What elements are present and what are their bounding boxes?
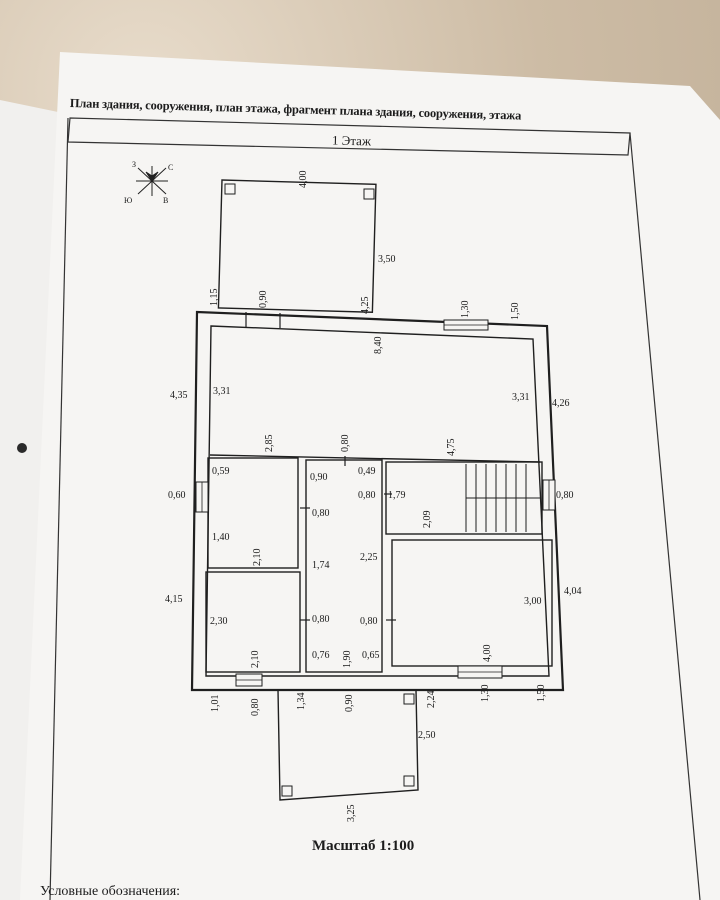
- terrace-column: [224, 183, 236, 195]
- header-frame: [67, 117, 631, 156]
- dim-bottom-7: 1,50: [536, 685, 547, 703]
- dim-right-lower: 4,04: [564, 586, 582, 597]
- top-terrace: [217, 179, 377, 313]
- dim-corridor-bottom: 1,90: [342, 651, 353, 669]
- compass-w: Ю: [124, 196, 132, 205]
- dim-room3-h: 3,00: [524, 596, 542, 607]
- floor-plan: [136, 166, 565, 801]
- dim-corridor-door3: 0,80: [360, 616, 378, 627]
- corridor: [305, 459, 383, 673]
- dim-win-left: 0,60: [168, 490, 186, 501]
- dim-stair-mid: 2,25: [360, 552, 378, 563]
- dim-left-upper: 4,35: [170, 390, 188, 401]
- frame-left: [49, 117, 69, 900]
- dim-stair-w: 0,49: [358, 466, 376, 477]
- dim-door-top: 0,90: [258, 291, 269, 309]
- stair-room: [385, 461, 543, 535]
- dim-room1-depth: 2,10: [252, 549, 263, 567]
- dim-room1-w: 0,59: [212, 466, 230, 477]
- dim-hall-mid1: 2,85: [264, 435, 275, 453]
- dim-stair-door: 0,80: [358, 490, 376, 501]
- compass-icon: [136, 166, 168, 196]
- staircase: [465, 464, 540, 532]
- dim-corridor-len: 1,74: [312, 560, 330, 571]
- dim-bottom-4: 0,90: [344, 695, 355, 713]
- dim-bottom-5: 2,24: [426, 691, 437, 709]
- dim-window-top: 1,30: [460, 301, 471, 319]
- dim-room3-w: 4,00: [482, 645, 493, 663]
- porch-column: [403, 775, 415, 787]
- dim-hall-mid2: 0,80: [340, 435, 351, 453]
- dim-bottom-1: 1,01: [210, 695, 221, 713]
- porch-column: [403, 693, 415, 705]
- dim-room1-h: 1,40: [212, 532, 230, 543]
- legend-label: Условные обозначения:: [40, 884, 181, 899]
- dim-room2-depth: 2,10: [250, 651, 261, 669]
- dim-hall-mid3: 4,75: [446, 439, 457, 457]
- compass-s: В: [163, 196, 168, 205]
- dim-top-right: 1,50: [510, 303, 521, 321]
- dim-terrace-offset: 1,15: [209, 289, 220, 307]
- dim-bottom-2: 0,80: [250, 699, 261, 717]
- dim-left-lower: 4,15: [165, 594, 183, 605]
- hall-wall: [209, 454, 541, 463]
- compass-n: З: [132, 160, 136, 169]
- outer-wall: [190, 310, 565, 692]
- dim-corridor-door2: 0,80: [312, 614, 330, 625]
- dim-win-right: 0,80: [556, 490, 574, 501]
- room-1: [207, 457, 299, 569]
- dim-corridor-w2: 0,76: [312, 650, 330, 661]
- dim-stair-len: 1,79: [388, 490, 406, 501]
- frame-right: [629, 132, 701, 900]
- dimension-labels: З С В Ю 4,00 3,50 1,15 0,90 4,25 1,30 1,…: [124, 160, 582, 822]
- dim-top-seg: 4,25: [360, 297, 371, 315]
- dim-terrace-top-width: 4,00: [298, 171, 309, 189]
- dim-bottom-6: 1,30: [480, 685, 491, 703]
- dim-porch-width: 3,25: [346, 805, 357, 823]
- main-paper: [20, 52, 720, 900]
- scale-label: Масштаб 1:100: [312, 838, 415, 854]
- bottom-porch: [277, 689, 419, 801]
- dim-terrace-top-depth: 3,50: [378, 254, 396, 265]
- dim-hall-right: 3,31: [512, 392, 530, 403]
- dim-corridor-w3: 0,65: [362, 650, 380, 661]
- punch-hole: [17, 443, 27, 453]
- compass-e: С: [168, 163, 173, 172]
- dim-hall-length: 8,40: [373, 337, 384, 355]
- dim-room2-w: 2,30: [210, 616, 228, 627]
- dim-stair-h: 2,09: [422, 511, 433, 529]
- terrace-column: [363, 188, 375, 200]
- dim-porch-depth: 2,50: [418, 730, 436, 741]
- dim-corridor-door1: 0,80: [312, 508, 330, 519]
- dim-hall-left: 3,31: [213, 386, 231, 397]
- dim-right-upper: 4,26: [552, 398, 570, 409]
- dim-corridor-w: 0,90: [310, 472, 328, 483]
- floor-label: 1 Этаж: [331, 132, 372, 149]
- dim-bottom-3: 1,34: [296, 693, 307, 711]
- room-2: [205, 571, 301, 673]
- porch-column: [281, 785, 293, 797]
